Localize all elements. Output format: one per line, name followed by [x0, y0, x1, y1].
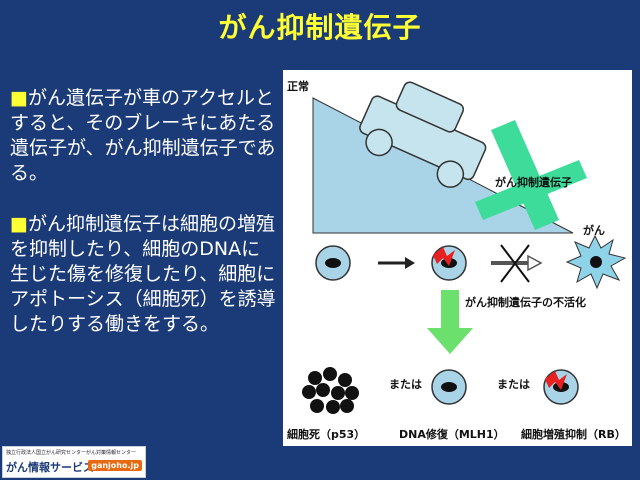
repaired-cell-icon [431, 369, 467, 405]
normal-label: 正常 [287, 80, 309, 93]
arrow-right-icon [378, 257, 415, 269]
bullet-marker: ■ [10, 213, 28, 235]
caption-dna-repair: DNA修復（MLH1） [399, 428, 505, 441]
bullet-text: がん抑制遺伝子は細胞の増殖を抑制したり、細胞のDNAに生じた傷を修復したり、細胞… [10, 213, 276, 335]
growth-arrested-cell-icon [543, 369, 579, 405]
bullet-2: ■がん抑制遺伝子は細胞の増殖を抑制したり、細胞のDNAに生じた傷を修復したり、細… [10, 212, 278, 337]
page-title: がん抑制遺伝子 [218, 11, 422, 44]
bullet-marker: ■ [10, 87, 28, 109]
brake-block-icon [475, 120, 587, 230]
tumor-suppressor-diagram: 正常 がん抑制遺伝子 がん がん抑制遺伝子の不活化 または または 細胞死（p5… [283, 70, 632, 446]
diagram-graphic [302, 81, 627, 414]
ganjoho-logo[interactable]: 独立行政法人国立がん研究センターがん対策情報センター がん情報サービス ganj… [2, 446, 146, 478]
arrow-down-icon [427, 290, 473, 354]
cancer-label: がん [583, 224, 605, 237]
bullet-1: ■がん遺伝子が車のアクセルとすると、そのブレーキにあたる遺伝子が、がん抑制遺伝子… [10, 86, 278, 186]
caption-growth-suppression: 細胞増殖抑制（RB） [521, 428, 626, 441]
apoptotic-bodies-icon [302, 367, 359, 414]
damaged-cell-icon [431, 245, 467, 281]
org-text: 独立行政法人国立がん研究センターがん対策情報センター [6, 450, 137, 456]
brand-name: がん情報サービス [6, 461, 94, 474]
or-label-1: または [389, 378, 422, 391]
blocked-arrow-icon [491, 244, 543, 283]
car-icon [359, 81, 487, 188]
normal-cell-icon [315, 245, 351, 281]
caption-apoptosis: 細胞死（p53） [287, 428, 366, 441]
or-label-2: または [497, 378, 530, 391]
domain-badge: ganjoho.jp [88, 460, 142, 471]
inactivation-label: がん抑制遺伝子の不活化 [465, 296, 586, 309]
bullet-text: がん遺伝子が車のアクセルとすると、そのブレーキにあたる遺伝子が、がん抑制遺伝子で… [10, 87, 276, 184]
brake-label: がん抑制遺伝子 [495, 176, 572, 189]
